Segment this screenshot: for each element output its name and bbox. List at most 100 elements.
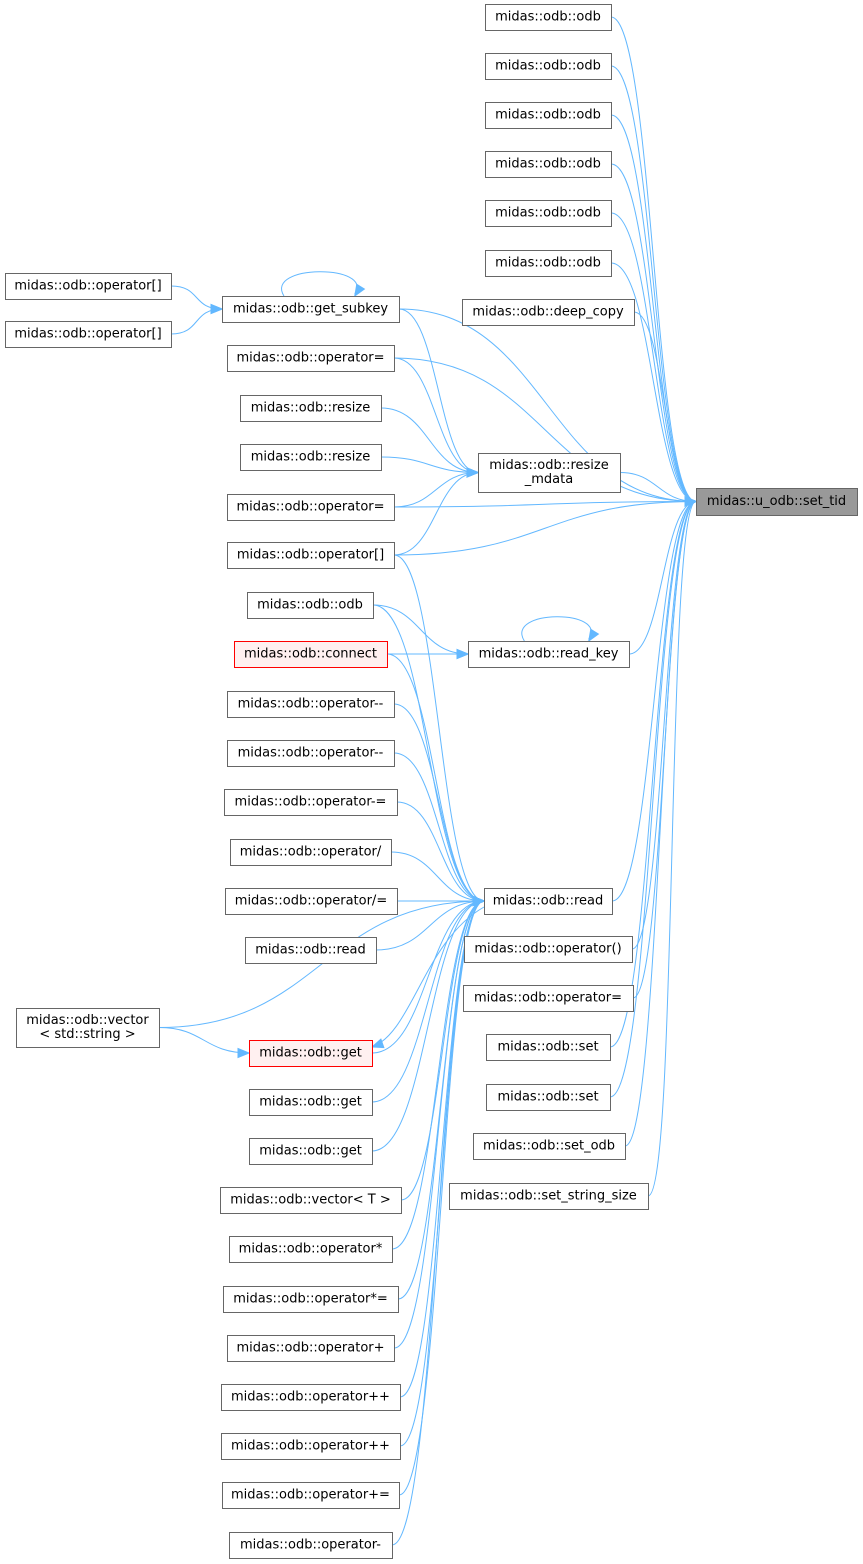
node-opinc2[interactable]: midas::odb::operator++ bbox=[221, 1433, 401, 1460]
node-opsubeq[interactable]: midas::odb::operator-= bbox=[224, 789, 398, 816]
node-box bbox=[462, 299, 635, 326]
edge-line bbox=[647, 501, 697, 1197]
edge-opidx3-to-resize-mdata bbox=[393, 467, 480, 556]
node-box bbox=[234, 641, 388, 668]
edge-line bbox=[393, 752, 485, 902]
node-vec-string[interactable]: midas::odb::vector< std::string > bbox=[16, 1008, 160, 1048]
node-odb5[interactable]: midas::odb::odb bbox=[485, 200, 612, 227]
node-box bbox=[5, 321, 172, 348]
node-label: midas::odb::operator/= bbox=[235, 894, 387, 909]
edge-read-to-get1 bbox=[370, 906, 485, 1049]
node-opidx3[interactable]: midas::odb::operator[] bbox=[227, 542, 395, 569]
node-label: midas::odb::resize bbox=[489, 458, 609, 473]
edge-line bbox=[170, 308, 223, 335]
node-opidx2[interactable]: midas::odb::operator[] bbox=[5, 321, 172, 348]
node-opdiv[interactable]: midas::odb::operator/ bbox=[230, 839, 392, 866]
edge-line bbox=[393, 357, 697, 502]
arrow-head bbox=[237, 1047, 251, 1059]
edge-line bbox=[281, 271, 358, 297]
node-set-tid[interactable]: midas::u_odb::set_tid bbox=[696, 488, 858, 516]
node-odb2[interactable]: midas::odb::odb bbox=[485, 53, 612, 80]
node-opidx1[interactable]: midas::odb::operator[] bbox=[5, 273, 172, 300]
node-box bbox=[485, 151, 612, 178]
node-odb1[interactable]: midas::odb::odb bbox=[485, 4, 612, 31]
node-get2[interactable]: midas::odb::get bbox=[249, 1089, 373, 1116]
edge-line bbox=[609, 501, 697, 1048]
node-deep-copy[interactable]: midas::odb::deep_copy bbox=[462, 299, 635, 326]
node-odb3[interactable]: midas::odb::odb bbox=[485, 102, 612, 129]
node-resize-mdata[interactable]: midas::odb::resize_mdata bbox=[478, 453, 621, 493]
edge-line bbox=[393, 900, 485, 1349]
edge-line bbox=[393, 703, 485, 902]
node-opadd[interactable]: midas::odb::operator+ bbox=[227, 1335, 395, 1362]
node-odb4[interactable]: midas::odb::odb bbox=[485, 151, 612, 178]
node-label: midas::odb::operator-- bbox=[238, 746, 384, 761]
node-resize1[interactable]: midas::odb::resize bbox=[240, 395, 382, 422]
node-opmuleq[interactable]: midas::odb::operator*= bbox=[223, 1286, 399, 1313]
edge-line bbox=[399, 900, 485, 1398]
node-box bbox=[227, 345, 395, 372]
edge-opcall-to-set-tid bbox=[631, 496, 698, 950]
arrow-head bbox=[472, 895, 486, 907]
edge-line bbox=[610, 262, 697, 502]
node-label: midas::odb::read_key bbox=[479, 647, 619, 662]
node-opsub[interactable]: midas::odb::operator- bbox=[229, 1532, 393, 1559]
node-odb7[interactable]: midas::odb::odb bbox=[247, 592, 374, 619]
arrow-head bbox=[684, 496, 698, 507]
node-label: midas::odb::read bbox=[493, 894, 604, 909]
node-label: midas::odb::resize bbox=[251, 401, 371, 416]
node-box bbox=[227, 542, 395, 569]
node-opdec2[interactable]: midas::odb::operator-- bbox=[227, 740, 395, 767]
node-get-subkey[interactable]: midas::odb::get_subkey bbox=[222, 296, 400, 323]
nodes-layer: midas::u_odb::set_tidmidas::odb::odbmida… bbox=[5, 4, 858, 1559]
node-label: midas::odb::operator* bbox=[239, 1242, 383, 1257]
node-box bbox=[221, 1433, 401, 1460]
node-odb6[interactable]: midas::odb::odb bbox=[485, 250, 612, 277]
node-box bbox=[696, 488, 858, 516]
node-get3[interactable]: midas::odb::get bbox=[249, 1138, 373, 1165]
node-opaddeq[interactable]: midas::odb::operator+= bbox=[222, 1482, 400, 1509]
node-set2[interactable]: midas::odb::set bbox=[486, 1084, 611, 1111]
node-box bbox=[227, 691, 395, 718]
node-set-odb[interactable]: midas::odb::set_odb bbox=[473, 1133, 626, 1160]
edge-line bbox=[624, 501, 697, 1147]
node-resize2[interactable]: midas::odb::resize bbox=[240, 444, 382, 471]
node-opeq1[interactable]: midas::odb::operator= bbox=[227, 345, 395, 372]
node-box bbox=[227, 740, 395, 767]
node-box bbox=[468, 641, 630, 668]
node-opmul[interactable]: midas::odb::operator* bbox=[229, 1236, 393, 1263]
edge-line bbox=[610, 16, 697, 502]
edge-line bbox=[393, 472, 479, 556]
node-opeq3[interactable]: midas::odb::operator= bbox=[463, 985, 634, 1012]
node-label: midas::odb::operator[] bbox=[14, 327, 161, 342]
node-opeq2[interactable]: midas::odb::operator= bbox=[227, 494, 395, 521]
node-label: midas::odb::odb bbox=[495, 206, 601, 221]
node-label: midas::odb::odb bbox=[495, 157, 601, 172]
node-box bbox=[485, 102, 612, 129]
node-read2[interactable]: midas::odb::read bbox=[245, 937, 377, 964]
arrow-head bbox=[354, 283, 366, 298]
node-read[interactable]: midas::odb::read bbox=[484, 888, 613, 915]
node-label: midas::odb::operator() bbox=[474, 942, 621, 957]
node-opdiveq[interactable]: midas::odb::operator/= bbox=[225, 888, 398, 915]
node-opdec1[interactable]: midas::odb::operator-- bbox=[227, 691, 395, 718]
node-read-key[interactable]: midas::odb::read_key bbox=[468, 641, 630, 668]
node-set-string-size[interactable]: midas::odb::set_string_size bbox=[449, 1183, 649, 1210]
node-label: midas::odb::odb bbox=[495, 10, 601, 25]
node-opcall[interactable]: midas::odb::operator() bbox=[464, 936, 633, 963]
edge-line bbox=[400, 900, 485, 1201]
arrow-head bbox=[210, 303, 224, 315]
node-vec-t[interactable]: midas::odb::vector< T > bbox=[220, 1187, 402, 1214]
edge-odb1-to-set-tid bbox=[610, 16, 698, 507]
node-label: midas::odb::operator+ bbox=[236, 1341, 384, 1356]
node-label: midas::odb::odb bbox=[495, 256, 601, 271]
edge-line bbox=[390, 851, 485, 902]
arrow-head bbox=[370, 1038, 385, 1049]
node-box bbox=[222, 296, 400, 323]
node-set1[interactable]: midas::odb::set bbox=[486, 1034, 611, 1061]
node-get1[interactable]: midas::odb::get bbox=[249, 1040, 373, 1067]
node-connect[interactable]: midas::odb::connect bbox=[234, 641, 388, 668]
node-box bbox=[5, 273, 172, 300]
node-opinc1[interactable]: midas::odb::operator++ bbox=[221, 1384, 401, 1411]
